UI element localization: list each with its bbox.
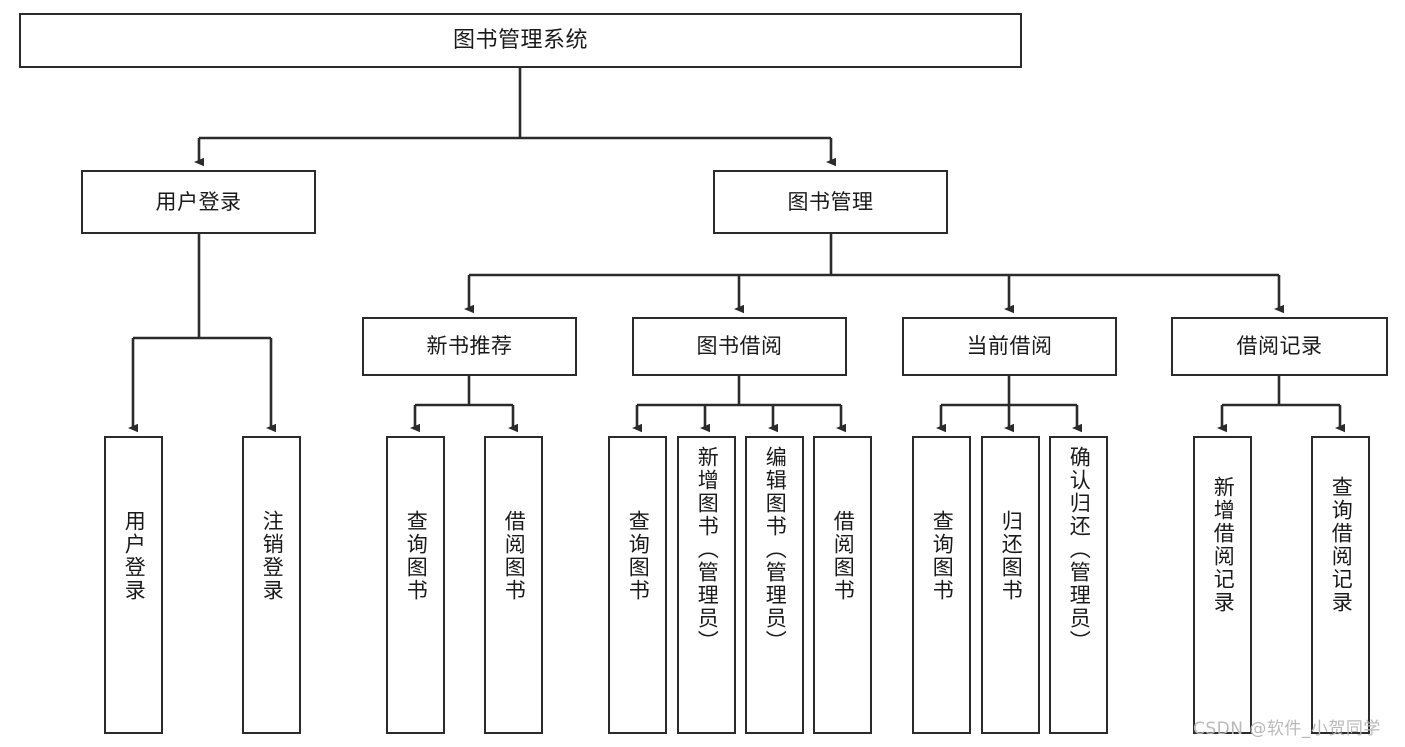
leaf-user-login[interactable]: 用户登录: [104, 436, 163, 734]
leaf-confirm-return-admin[interactable]: 确认归还（管理员）: [1049, 436, 1108, 734]
node-label: 新书推荐: [426, 334, 513, 358]
node-label: 新增图书（管理员）: [695, 446, 720, 653]
leaf-borrow-books-borrow[interactable]: 借阅图书: [813, 436, 872, 734]
leaf-add-book-admin[interactable]: 新增图书（管理员）: [677, 436, 736, 734]
node-label: 图书管理系统: [452, 27, 588, 53]
leaf-query-books-recommend[interactable]: 查询图书: [386, 436, 445, 734]
leaf-add-borrow-record[interactable]: 新增借阅记录: [1193, 436, 1252, 734]
node-label: 查询图书: [930, 510, 955, 602]
node-label: 当前借阅: [966, 334, 1053, 358]
node-label: 注销登录: [260, 510, 285, 602]
node-root-system[interactable]: 图书管理系统: [19, 13, 1022, 68]
node-label: 图书管理: [787, 189, 874, 214]
leaf-edit-book-admin[interactable]: 编辑图书（管理员）: [745, 436, 804, 734]
node-label: 新增借阅记录: [1211, 476, 1236, 614]
node-label: 图书借阅: [696, 334, 783, 358]
node-label: 归还图书: [999, 510, 1024, 602]
node-current-borrow[interactable]: 当前借阅: [902, 317, 1117, 376]
leaf-borrow-books-recommend[interactable]: 借阅图书: [484, 436, 543, 734]
node-label: 查询图书: [404, 510, 429, 602]
node-label: 借阅图书: [831, 510, 856, 602]
node-label: 用户登录: [122, 510, 147, 602]
csdn-watermark: CSDN @软件_小贺同学: [1193, 719, 1381, 739]
leaf-return-books[interactable]: 归还图书: [981, 436, 1040, 734]
node-borrow-record[interactable]: 借阅记录: [1171, 317, 1388, 376]
node-book-management[interactable]: 图书管理: [713, 170, 948, 234]
leaf-query-books-current[interactable]: 查询图书: [912, 436, 971, 734]
node-user-login[interactable]: 用户登录: [81, 170, 316, 234]
node-label: 查询图书: [626, 510, 651, 602]
leaf-query-borrow-record[interactable]: 查询借阅记录: [1311, 436, 1370, 734]
node-label: 编辑图书（管理员）: [763, 446, 788, 653]
node-new-book-recommend[interactable]: 新书推荐: [362, 317, 577, 376]
node-label: 确认归还（管理员）: [1067, 446, 1092, 653]
node-label: 用户登录: [155, 189, 242, 214]
node-label: 借阅记录: [1236, 334, 1323, 358]
node-label: 查询借阅记录: [1329, 476, 1354, 614]
node-label: 借阅图书: [502, 510, 527, 602]
leaf-logout[interactable]: 注销登录: [242, 436, 301, 734]
leaf-query-books-borrow[interactable]: 查询图书: [608, 436, 667, 734]
node-book-borrow[interactable]: 图书借阅: [632, 317, 847, 376]
